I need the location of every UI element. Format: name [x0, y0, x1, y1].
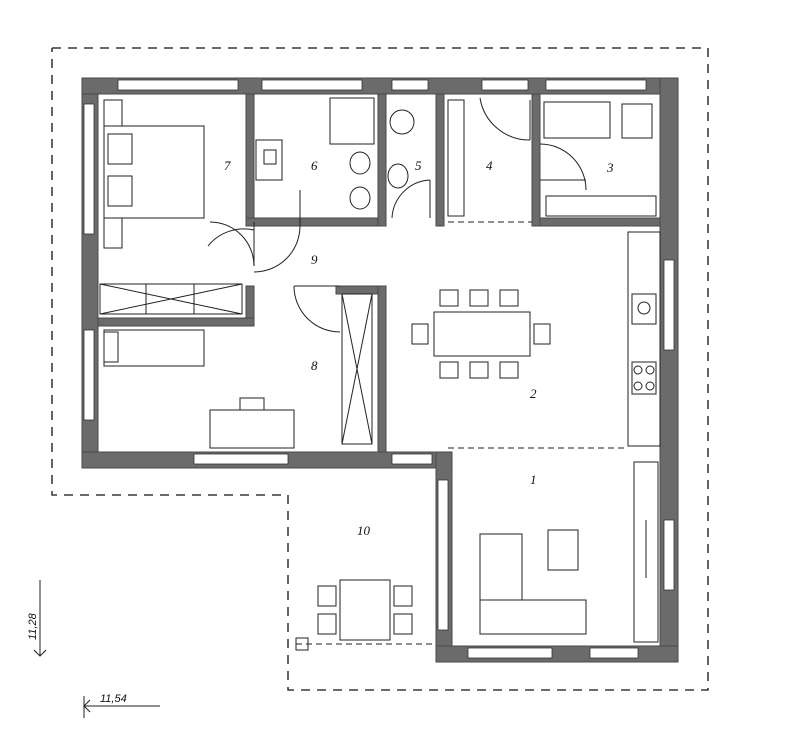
dimension-horizontal-label: 11,54 [100, 693, 127, 705]
doors [207, 97, 587, 333]
room-label-7: 7 [224, 158, 231, 173]
dimension-horizontal: 11,54 [83, 693, 160, 718]
room-label-6: 6 [311, 158, 318, 173]
room-3-furniture [543, 101, 657, 217]
dimension-vertical-label: 11,28 [27, 612, 39, 640]
room-labels: 1 2 3 4 5 6 7 8 9 10 [224, 158, 614, 538]
room-label-1: 1 [530, 472, 537, 487]
windows [83, 79, 675, 659]
room-10-furniture [295, 579, 436, 651]
room-label-2: 2 [530, 386, 537, 401]
room-label-3: 3 [606, 160, 614, 175]
site-boundary [51, 47, 709, 691]
interior-walls [97, 93, 661, 453]
room-1-furniture [479, 461, 659, 643]
room-7-furniture [99, 99, 243, 315]
room-label-5: 5 [415, 158, 422, 173]
room-6-furniture [255, 97, 415, 210]
room-label-8: 8 [311, 358, 318, 373]
room-2-furniture [411, 221, 661, 449]
room-8-furniture [103, 293, 373, 449]
room-label-9: 9 [311, 252, 318, 267]
dimension-vertical: 11,28 [27, 580, 47, 657]
room-4-furniture [447, 99, 465, 217]
room-label-4: 4 [486, 158, 493, 173]
room-label-10: 10 [357, 523, 371, 538]
